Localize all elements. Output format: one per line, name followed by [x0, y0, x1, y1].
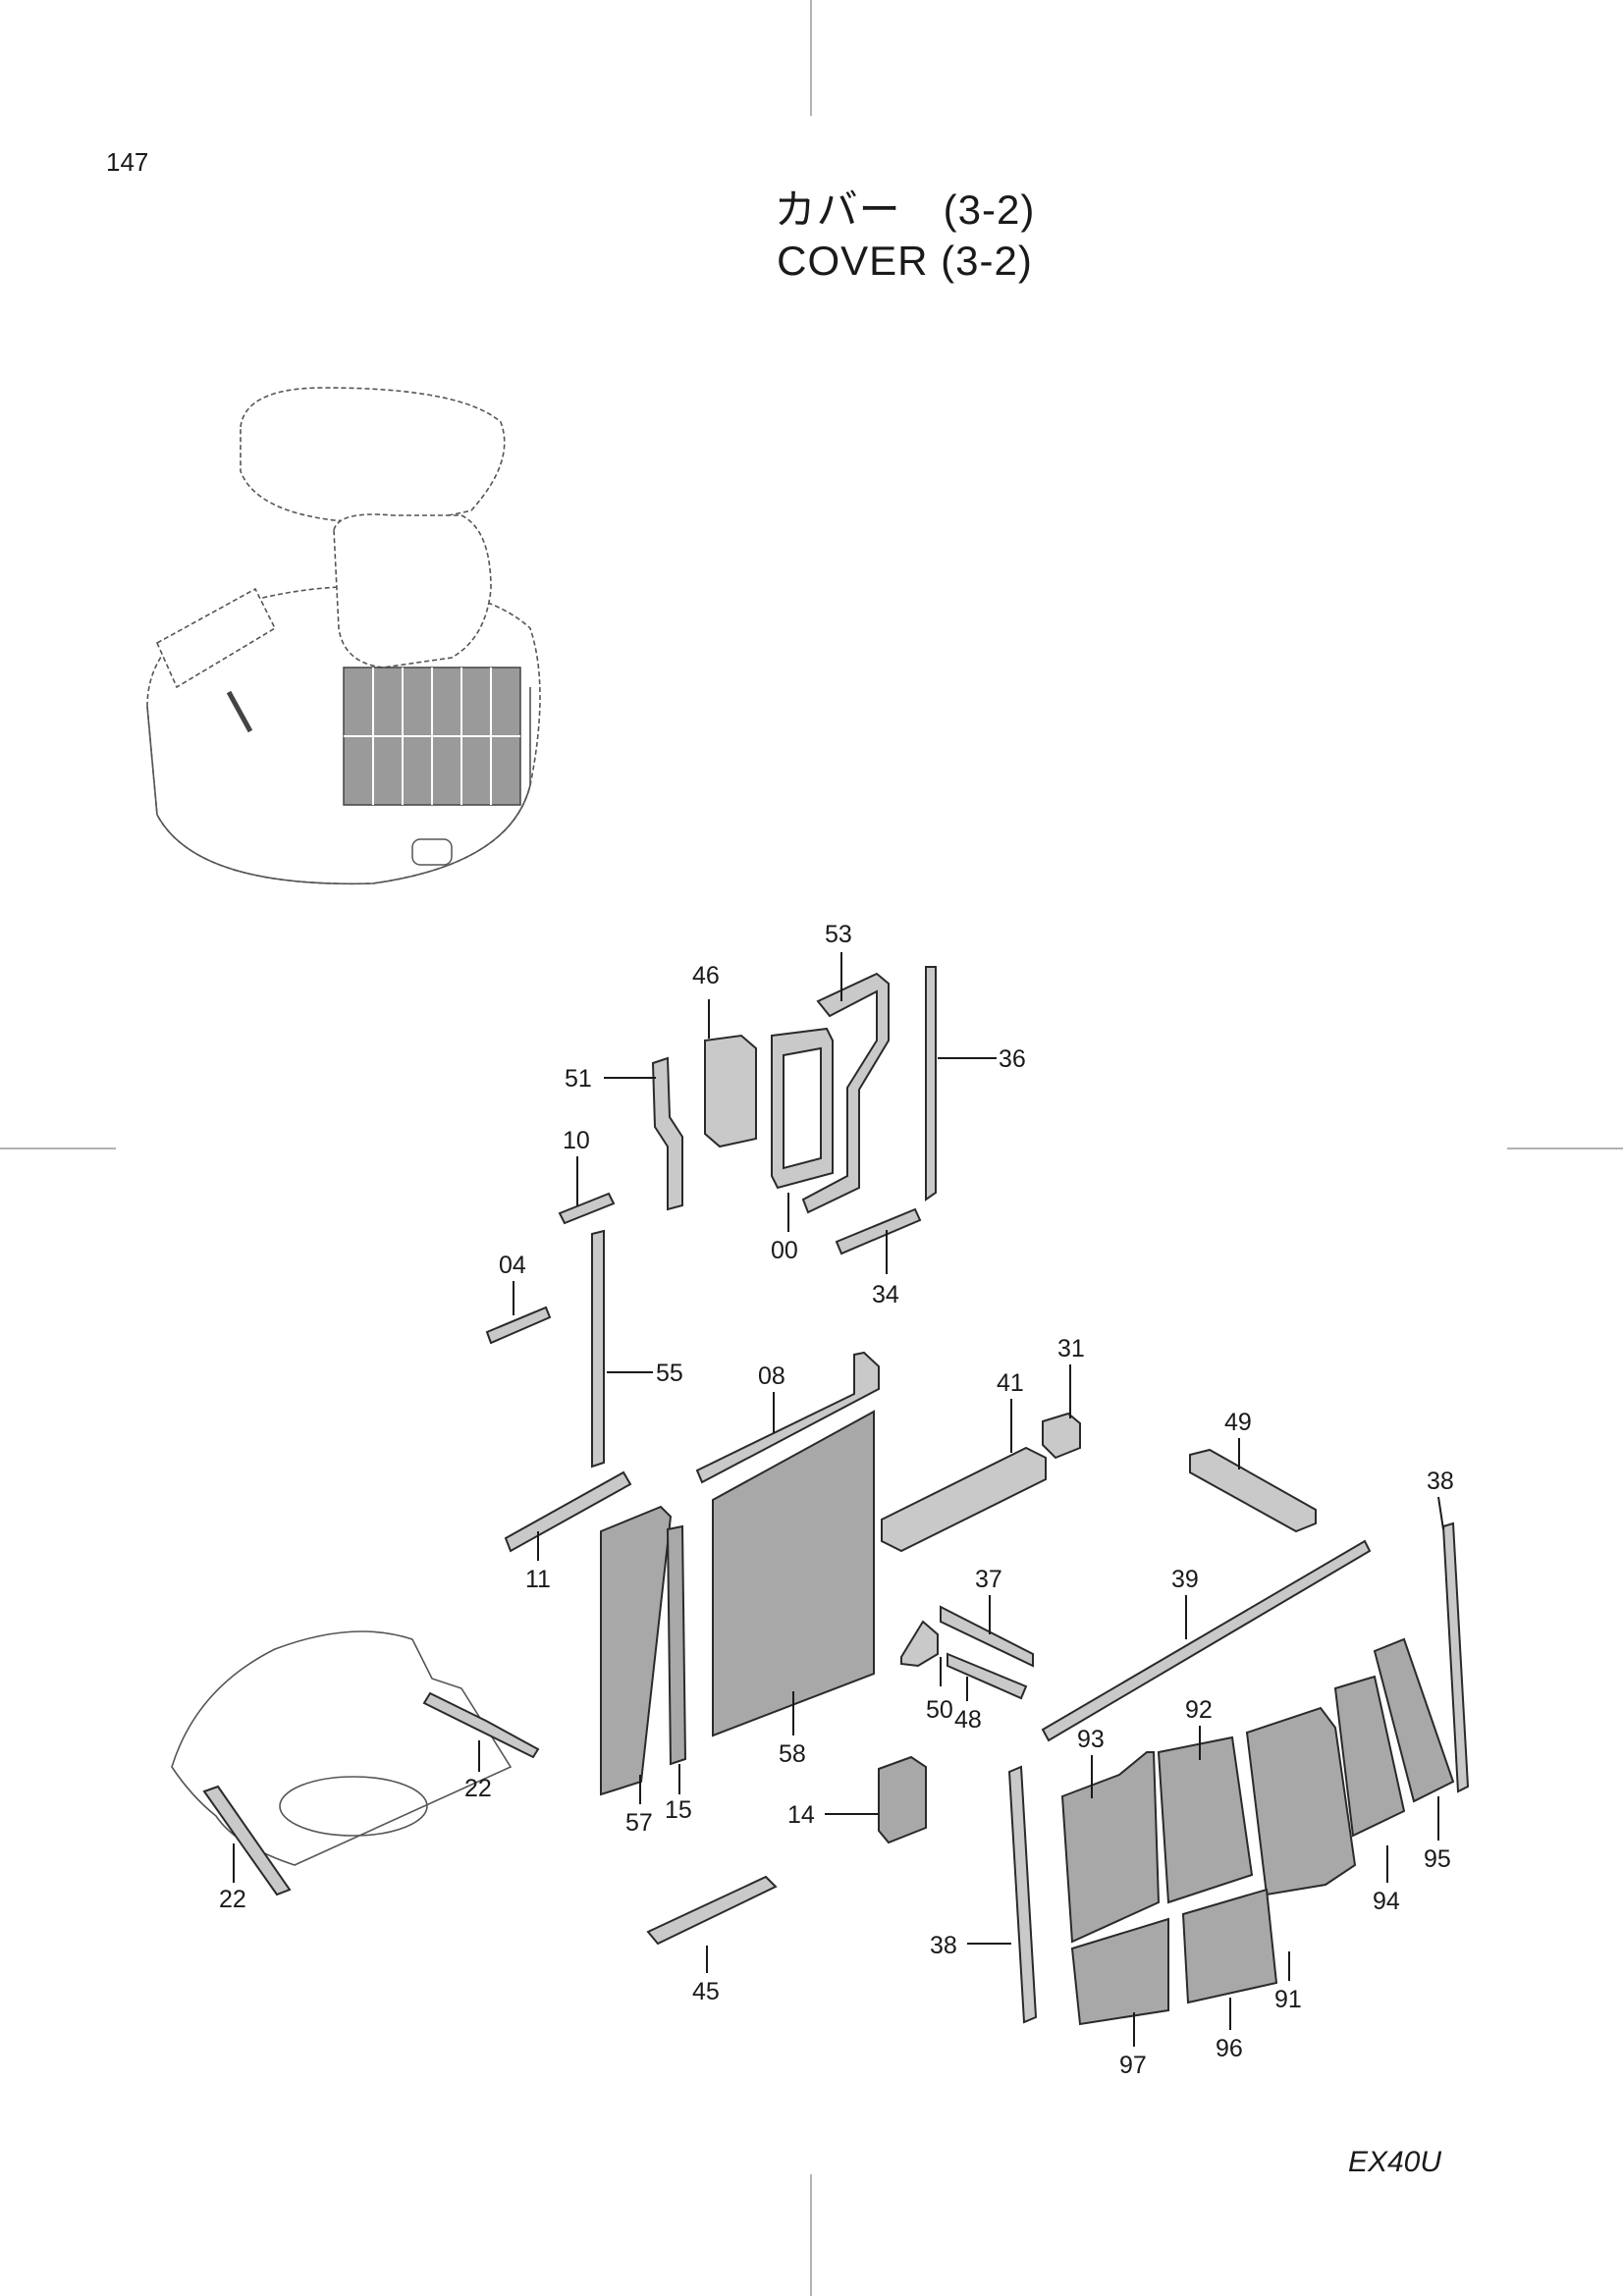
page-number: 147: [106, 147, 149, 177]
part-10: [558, 1192, 616, 1225]
part-91: [1245, 1706, 1357, 1896]
part-57: [600, 1505, 673, 1796]
callout-55: 55: [656, 1360, 683, 1387]
callout-46: 46: [692, 962, 720, 989]
part-49: [1189, 1448, 1317, 1533]
callout-15: 15: [665, 1796, 692, 1824]
callout-92: 92: [1185, 1696, 1213, 1724]
callout-51: 51: [565, 1065, 592, 1093]
part-97: [1070, 1917, 1169, 2026]
callout-49: 49: [1224, 1409, 1252, 1436]
callout-58: 58: [779, 1740, 806, 1768]
callout-57: 57: [625, 1809, 653, 1837]
callout-94: 94: [1373, 1888, 1400, 1915]
callout-50: 50: [926, 1696, 953, 1724]
callout-08: 08: [758, 1362, 785, 1390]
part-94: [1333, 1675, 1406, 1838]
part-48: [947, 1652, 1028, 1700]
part-15: [666, 1524, 687, 1766]
part-34: [835, 1207, 922, 1255]
part-00: [771, 1027, 834, 1190]
part-22b: [202, 1785, 292, 1896]
page-title: カバー (3-2) COVER (3-2): [0, 185, 1623, 287]
callout-39: 39: [1171, 1566, 1199, 1593]
callout-41: 41: [997, 1369, 1024, 1397]
callout-11: 11: [525, 1566, 551, 1593]
part-51: [651, 1056, 683, 1211]
part-50: [900, 1620, 939, 1668]
part-31: [1042, 1412, 1081, 1460]
callout-14: 14: [787, 1801, 815, 1829]
part-08: [695, 1351, 880, 1484]
callout-93: 93: [1077, 1726, 1105, 1753]
callout-95: 95: [1424, 1845, 1451, 1873]
part-96: [1181, 1888, 1278, 2004]
callout-37: 37: [975, 1566, 1002, 1593]
part-14: [878, 1755, 927, 1844]
callout-04: 04: [499, 1252, 526, 1279]
title-japanese: カバー (3-2): [774, 187, 1036, 233]
part-58: [712, 1410, 875, 1737]
part-38b: [1441, 1522, 1470, 1793]
title-english: COVER (3-2): [777, 238, 1033, 284]
part-45: [646, 1875, 778, 1946]
callout-96: 96: [1216, 2035, 1243, 2062]
callout-00: 00: [771, 1237, 798, 1264]
callout-53: 53: [825, 921, 852, 948]
callout-labels: 53 46 36 51 10 00 34 04 55 08 31 41 49 3…: [219, 921, 1454, 2079]
callout-22b: 22: [219, 1886, 246, 1913]
callout-97: 97: [1119, 2052, 1147, 2079]
part-41: [881, 1446, 1047, 1553]
callout-22a: 22: [464, 1775, 492, 1802]
callout-34: 34: [872, 1281, 899, 1308]
callout-31: 31: [1057, 1335, 1085, 1362]
callout-38a: 38: [1427, 1468, 1454, 1495]
floor-outline: [171, 1630, 513, 1866]
callout-38b: 38: [930, 1932, 957, 1959]
part-36: [925, 966, 937, 1201]
part-46: [704, 1034, 757, 1148]
part-38a: [1007, 1765, 1038, 2024]
callout-91: 91: [1274, 1986, 1302, 2013]
part-22a: [422, 1691, 540, 1759]
part-95: [1373, 1637, 1455, 1803]
callout-45: 45: [692, 1978, 720, 2005]
callout-10: 10: [563, 1127, 590, 1154]
part-11: [504, 1470, 632, 1553]
parts: [202, 966, 1470, 2026]
part-04: [485, 1306, 552, 1345]
part-55: [591, 1229, 605, 1468]
callout-48: 48: [954, 1706, 982, 1734]
part-39: [1041, 1539, 1372, 1742]
machine-overview: [146, 387, 541, 885]
part-93: [1060, 1751, 1161, 1944]
part-53: [801, 972, 890, 1214]
part-37: [940, 1605, 1034, 1668]
callout-36: 36: [999, 1045, 1026, 1073]
model-label: EX40U: [1347, 2146, 1441, 2178]
part-92: [1157, 1735, 1254, 1904]
leader-lines: [233, 952, 1444, 2047]
